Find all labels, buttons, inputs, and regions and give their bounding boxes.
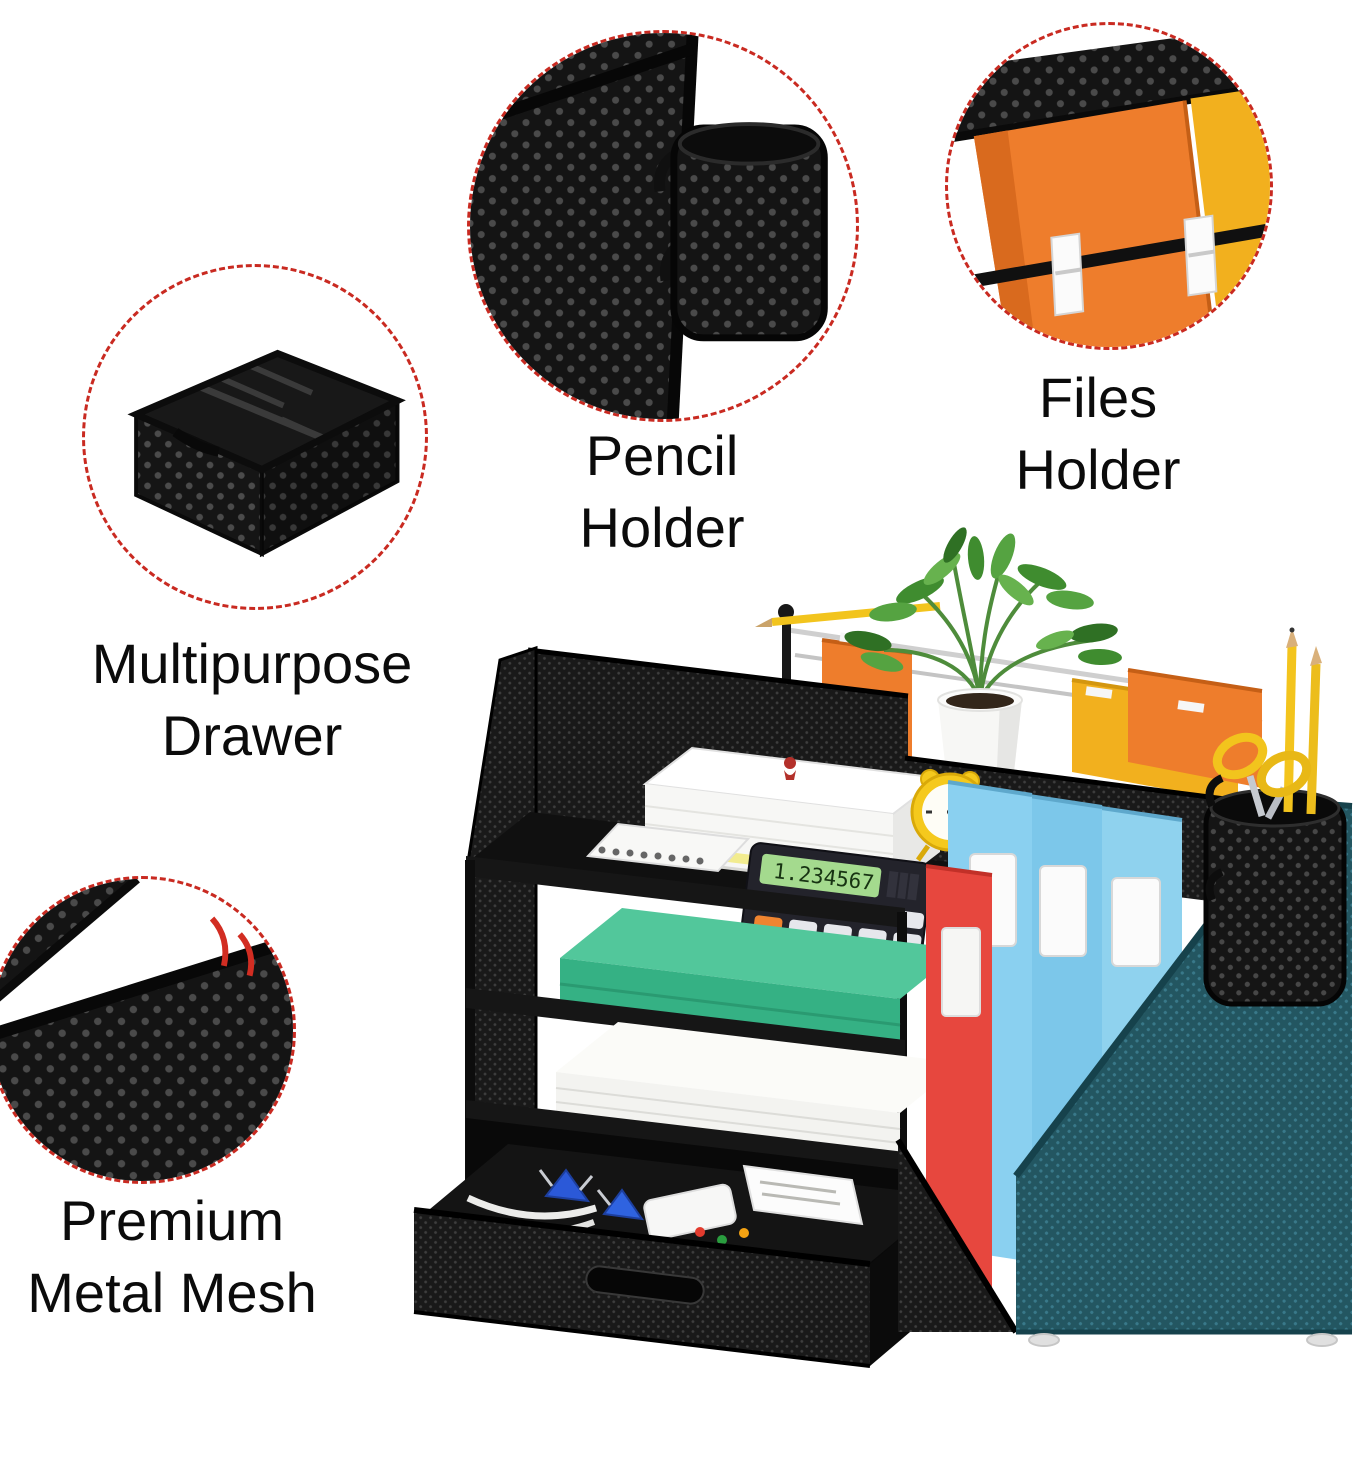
hanging-folder-orange-right [1127,668,1263,788]
callout-circle-multipurpose-drawer [82,264,428,610]
label-line: Files [1038,366,1158,429]
cup-hook [1205,774,1224,808]
white-adapter [643,1183,737,1241]
red-binder [925,864,993,1298]
red-accent-mark [209,916,229,967]
label-line: Holder [1015,437,1181,501]
label-line: Drawer [161,703,343,767]
label-line: Pencil [585,424,739,487]
red-accent-mark [237,932,255,977]
callout-circle-premium-metal-mesh [0,876,296,1184]
green-folders [559,908,962,1049]
note-card [742,1164,864,1226]
files-holder-closeup [948,25,1270,347]
foot [1306,1333,1338,1347]
tray-lip [466,988,905,1060]
label-line: Holder [579,495,745,559]
book-logo [784,757,796,780]
premium-metal-mesh-label: Premium Metal Mesh [0,1185,372,1328]
push-pins [695,1227,749,1245]
pencils [1283,627,1322,815]
pencil-holder-closeup [470,33,828,419]
binder-clips [538,1168,645,1221]
scissors [1212,732,1312,820]
foot [1028,1333,1060,1347]
tray-lip [466,1100,905,1172]
magazine-file-black [895,1138,1019,1334]
white-folder-hooks [1050,214,1218,317]
drawer-handle [585,1265,705,1305]
spiral-notepad [585,822,751,873]
multipurpose-drawer-label: Multipurpose Drawer [52,628,452,771]
label-line: Multipurpose [91,632,413,695]
multipurpose-drawer-closeup [127,349,406,558]
folder-hook [1085,686,1113,699]
metal-mesh-closeup [0,879,293,1181]
files-holder-label: Files Holder [898,362,1298,505]
cup-hook [1205,868,1224,902]
label-line: Metal Mesh [27,1260,317,1324]
callout-circle-files-holder [945,22,1273,350]
tray-lip [466,856,905,928]
folder-hook [1177,700,1205,713]
pencil-holder-label: Pencil Holder [462,420,862,563]
side-pencil-cup [1203,627,1347,1007]
callout-circle-pencil-holder [467,30,859,422]
label-line: Premium [59,1189,285,1252]
multipurpose-drawer [413,1144,950,1368]
white-paper-pile [555,1022,962,1161]
